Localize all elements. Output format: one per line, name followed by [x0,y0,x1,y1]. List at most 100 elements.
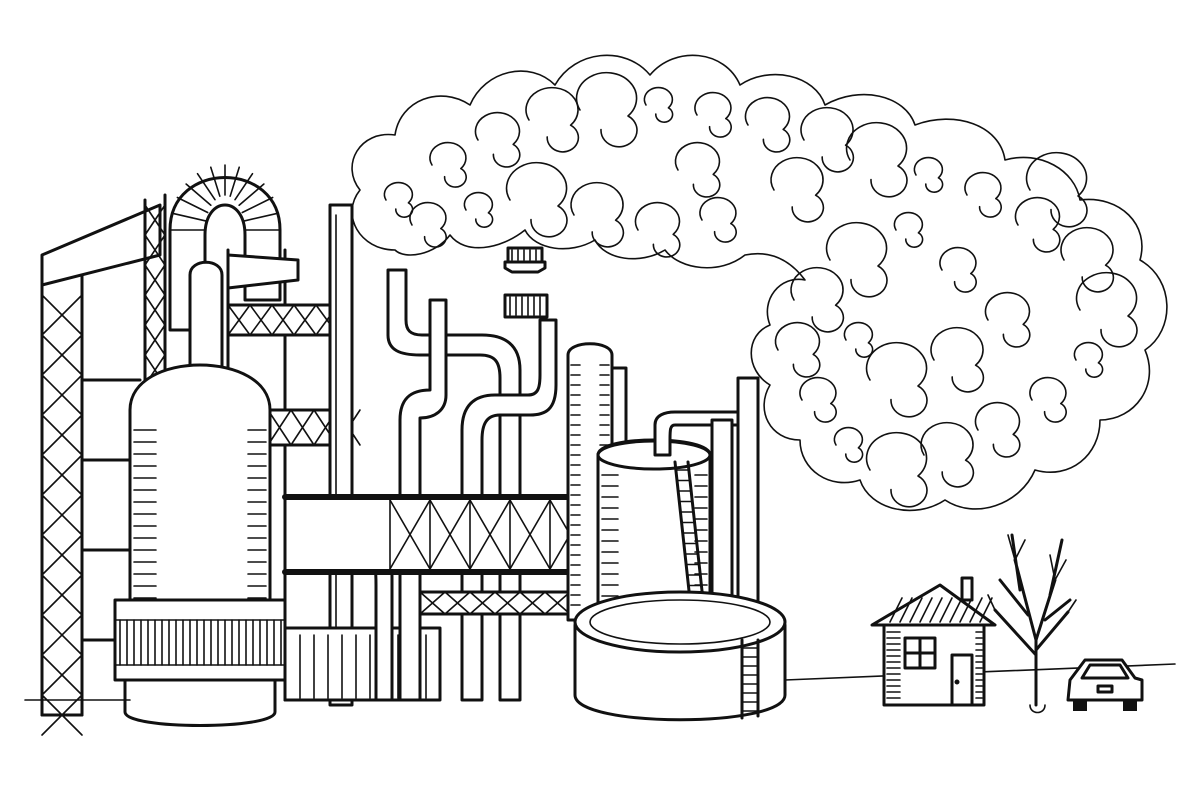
ink-stroke [544,591,571,615]
smoke-swirl [790,266,845,333]
ink-stroke [209,166,221,197]
ink-stroke [290,409,315,446]
ink-stroke [509,499,551,570]
ink-stroke [41,614,83,656]
smoke-swirl [463,191,494,228]
ink-stroke [241,196,274,214]
ink-stroke [494,591,521,615]
ink-stroke [41,334,83,376]
ink-stroke [469,499,511,570]
smoke-swirl [893,211,924,248]
ink-stroke [41,374,83,416]
smoke-swirl [1060,226,1115,293]
smoke-swirl [799,376,837,423]
ink-stroke [959,597,973,623]
ink-stroke [144,264,166,296]
smoke-swirl [744,96,791,153]
smoke-swirl [474,111,521,168]
smoke-swirl [964,171,1002,218]
ink-stroke [919,597,933,623]
ink-stroke [41,694,83,736]
ink-stroke [144,204,166,236]
ink-stroke [469,591,496,615]
smoke-swirl [570,181,625,248]
ink-stroke [144,234,166,266]
ink-stroke [234,172,254,201]
wide-basin [573,590,787,722]
curved-pipes [348,246,558,702]
ink-stroke [41,454,83,496]
ink-stroke [144,324,166,356]
smoke-swirl [575,71,638,148]
smoke-swirl [525,86,580,153]
smoke-swirl [920,421,975,488]
ink-stroke [171,212,207,222]
ink-stroke [185,183,212,207]
ink-stroke [249,304,273,336]
smoke-swirl [1025,151,1088,228]
ink-stroke [41,574,83,616]
smoke-swirl [429,141,467,188]
ink-stroke [979,597,993,623]
small-house [870,576,997,707]
ink-stroke [41,654,83,696]
smoke-swirl [974,401,1021,458]
smoke-swirl [1029,376,1067,423]
crane-tower [40,193,167,736]
smoke-swirl [774,321,821,378]
small-car [1066,658,1144,711]
ink-stroke [41,534,83,576]
ink-stroke [227,304,251,336]
smoke-swirl [1075,271,1138,348]
ink-stroke [389,499,431,570]
tall-stack [328,203,354,707]
large-vessel [113,260,287,727]
ink-stroke [176,196,209,214]
round-tank [596,410,750,614]
smoke-swirl [383,181,414,218]
smoke-swirl [984,291,1031,348]
ink-stroke [293,304,317,336]
ink-stroke [144,294,166,326]
smoke-swirl [825,221,888,298]
ink-stroke [909,597,923,623]
ink-stroke [939,597,953,623]
smoke-swirl [843,321,874,358]
smoke-swirl [930,326,985,393]
ink-stroke [41,494,83,536]
smoke-swirl [770,156,825,223]
smoke-swirl [409,201,447,248]
ink-stroke [969,597,983,623]
house-door [950,653,974,707]
ink-stroke [444,591,471,615]
smoke-swirl [1014,196,1061,253]
ink-stroke [519,591,546,615]
bare-tree [987,533,1077,714]
ink-stroke [41,414,83,456]
smoke-swirl [1073,341,1104,378]
ink-stroke [929,597,943,623]
ink-stroke [419,591,446,615]
smoke-swirl [505,161,568,238]
smoke-swirl [833,426,864,463]
smoke-swirl [939,246,977,293]
smoke-swirl [865,431,928,508]
smoke-swirl [913,156,944,193]
ink-stroke [243,212,279,222]
ink-stroke [41,294,83,336]
ink-stroke [949,597,963,623]
smoke-swirl [634,201,681,258]
ink-stroke [267,409,292,446]
ink-stroke [238,183,265,207]
smoke-swirl [674,141,721,198]
ink-stroke [271,304,295,336]
smoke-swirl [865,341,928,418]
smoke-swirl [699,196,737,243]
smoke-cloud [351,54,1168,512]
smoke-swirl [643,86,674,123]
ink-stroke [196,172,216,201]
smoke-swirl [694,91,732,138]
smoke-swirl [845,121,908,198]
ink-stroke [429,499,471,570]
